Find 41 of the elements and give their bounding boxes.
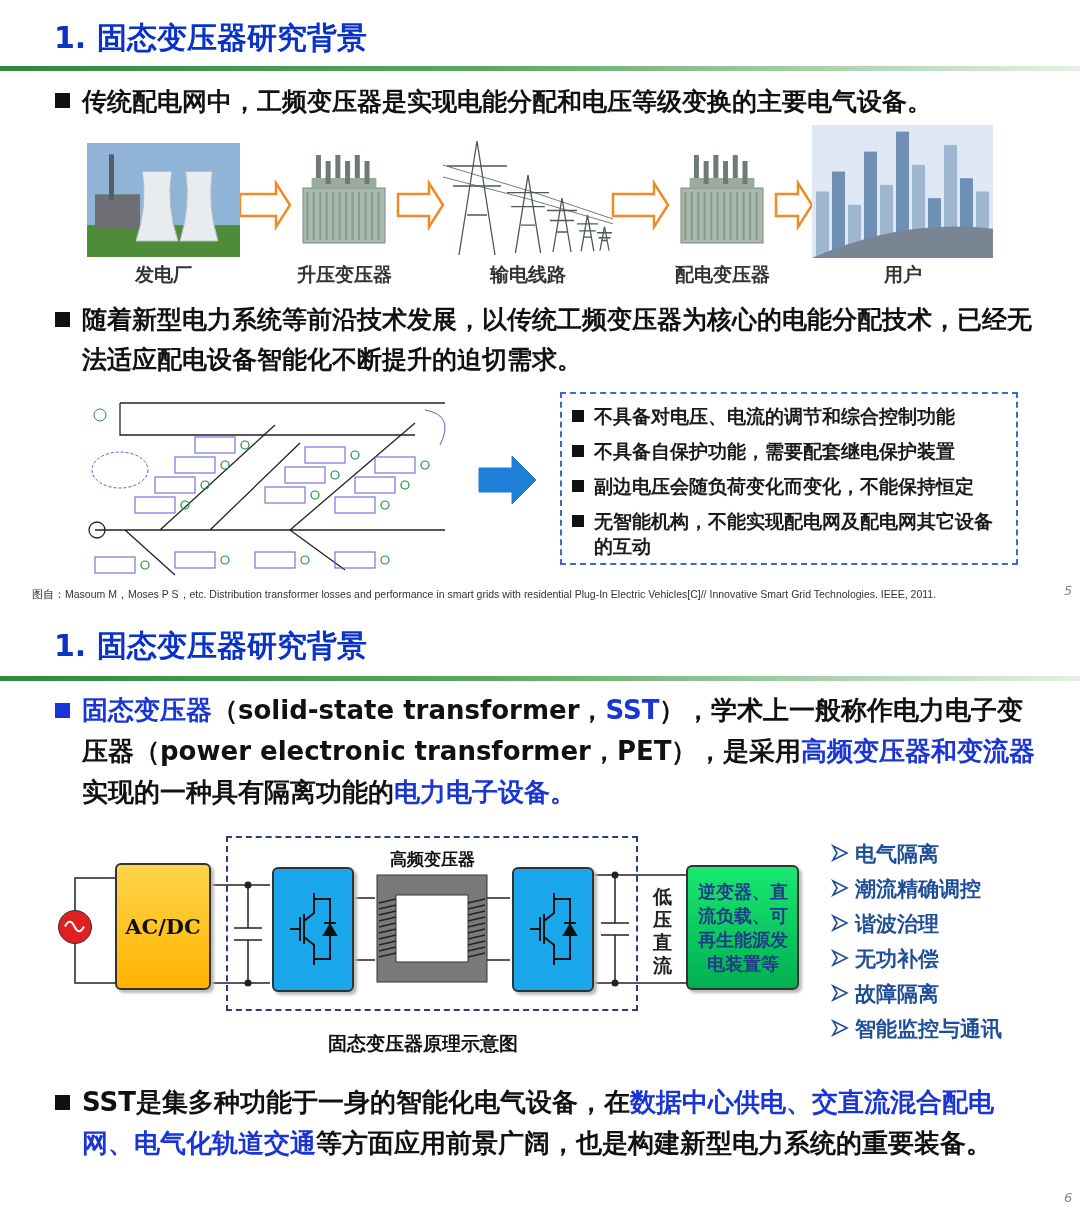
feature-item: 潮流精确调控 (855, 876, 981, 903)
bullet-text: 传统配电网中，工频变压器是实现电能分配和电压等级变换的主要电气设备。 (82, 86, 933, 118)
load-box: 逆变器、直流负载、可再生能源发电装置等 (686, 865, 799, 990)
figure-caption: 固态变压器原理示意图 (328, 1031, 518, 1056)
bullet-text: SST是集多种功能于一身的智能化电气设备，在数据中心供电、交直流混合配电网、电气化轨道交通等方面应用前景广阔，也是构建新型电力系统的重要装备。 (82, 1086, 996, 1160)
page-number: 5 (1064, 583, 1073, 598)
picture-caption: 配电变压器 (673, 262, 771, 287)
bullet-item: 副边电压会随负荷变化而变化，不能保持恒定 (594, 474, 975, 499)
bullet-text: 固态变压器（solid-state transformer，SST），学术上一般称作电力电子变压器（power electronic transformer，PET），是采用高频变压器和变流器 实现的一种具有隔离功能的电力电子设备。 (82, 694, 1037, 809)
block-arrow (774, 178, 814, 232)
block-arrow (396, 178, 445, 232)
transformer-label: 高频变压器 (388, 848, 476, 871)
switch-module (272, 867, 354, 992)
wire (74, 877, 116, 984)
wire (210, 884, 271, 984)
feature-item: 故障隔离 (855, 981, 939, 1008)
ac-source-symbol (58, 910, 92, 944)
feature-item: 谐波治理 (855, 911, 939, 938)
callout-box (560, 392, 1018, 565)
slide-title: 1. 固态变压器研究背景 (54, 19, 367, 57)
citation-text: 图自：Masoum M，Moses P S，etc. Distribution transformer losses and performance in smart grids with residential Plug-In Electric Vehicles[C]// Innovative Smart Grid Technologies. IEEE, 2011. (32, 588, 937, 602)
picture-caption: 用户 (882, 262, 923, 287)
bullet-item: 无智能机构，不能实现配电网及配电网其它设备的互动 (594, 509, 994, 559)
bullet-item: 不具备自保护功能，需要配套继电保护装置 (594, 439, 956, 464)
bullet-item: 不具备对电压、电流的调节和综合控制功能 (594, 404, 956, 429)
converter-box: AC/DC (115, 863, 211, 990)
feature-item: 智能监控与通讯 (855, 1016, 1002, 1043)
block-arrow (611, 178, 670, 232)
block-arrow (478, 455, 537, 505)
bullet-text: 随着新型电力系统等前沿技术发展，以传统工频变压器为核心的电能分配技术，已经无法适应配电设备智能化不断提升的迫切需求。 (82, 304, 1033, 376)
feature-item: 无功补偿 (855, 946, 939, 973)
picture-caption: 发电厂 (134, 262, 193, 287)
feature-item: 电气隔离 (855, 841, 939, 868)
switch-module (512, 867, 594, 992)
slide-title: 1. 固态变压器研究背景 (54, 627, 367, 665)
picture-caption: 升压变压器 (295, 262, 393, 287)
picture-caption: 输电线路 (488, 262, 567, 287)
block-arrow (238, 178, 292, 232)
page-number: 6 (1064, 1190, 1073, 1205)
vertical-label: 低压直流 (651, 885, 673, 977)
dashed-boundary (226, 836, 638, 1011)
